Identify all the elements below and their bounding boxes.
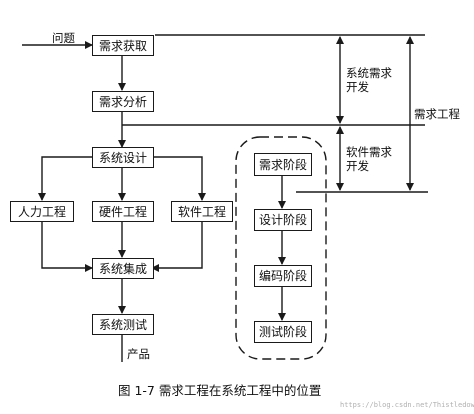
- req-engineering-label: 需求工程: [414, 107, 460, 121]
- software-lifecycle-region: [235, 136, 327, 360]
- design-phase-box: 设计阶段: [254, 209, 312, 231]
- system-req-dev-label-line2: 开发: [346, 80, 369, 95]
- software-req-dev-label-line1: 软件需求: [346, 145, 392, 159]
- req-acquire-box: 需求获取: [92, 35, 154, 56]
- sys-integration-box: 系统集成: [92, 258, 154, 279]
- system-req-dev-label-line1: 系统需求: [346, 66, 392, 80]
- system-req-dev-label: 系统需求 开发: [346, 66, 392, 95]
- hardware-eng-box: 硬件工程: [92, 201, 154, 222]
- sys-test-box: 系统测试: [92, 314, 154, 335]
- software-req-dev-label: 软件需求 开发: [346, 145, 392, 174]
- coding-phase-box: 编码阶段: [254, 265, 312, 287]
- human-eng-box: 人力工程: [10, 201, 74, 222]
- req-phase-box: 需求阶段: [254, 153, 312, 176]
- sys-design-box: 系统设计: [92, 147, 154, 168]
- req-analysis-box: 需求分析: [92, 91, 154, 112]
- software-to-integration-arrow: [151, 222, 203, 272]
- human-to-integration-arrow: [41, 222, 93, 272]
- watermark: https://blog.csdn.net/Thistledown: [340, 401, 474, 409]
- problem-label: 问题: [52, 31, 75, 45]
- product-label: 产品: [127, 347, 150, 361]
- software-eng-box: 软件工程: [171, 201, 233, 222]
- figure-caption: 图 1-7 需求工程在系统工程中的位置: [118, 383, 322, 398]
- design-to-human-arrow: [38, 156, 92, 201]
- test-phase-box: 测试阶段: [254, 321, 312, 343]
- design-to-software-arrow: [152, 156, 206, 201]
- software-req-dev-label-line2: 开发: [346, 159, 369, 174]
